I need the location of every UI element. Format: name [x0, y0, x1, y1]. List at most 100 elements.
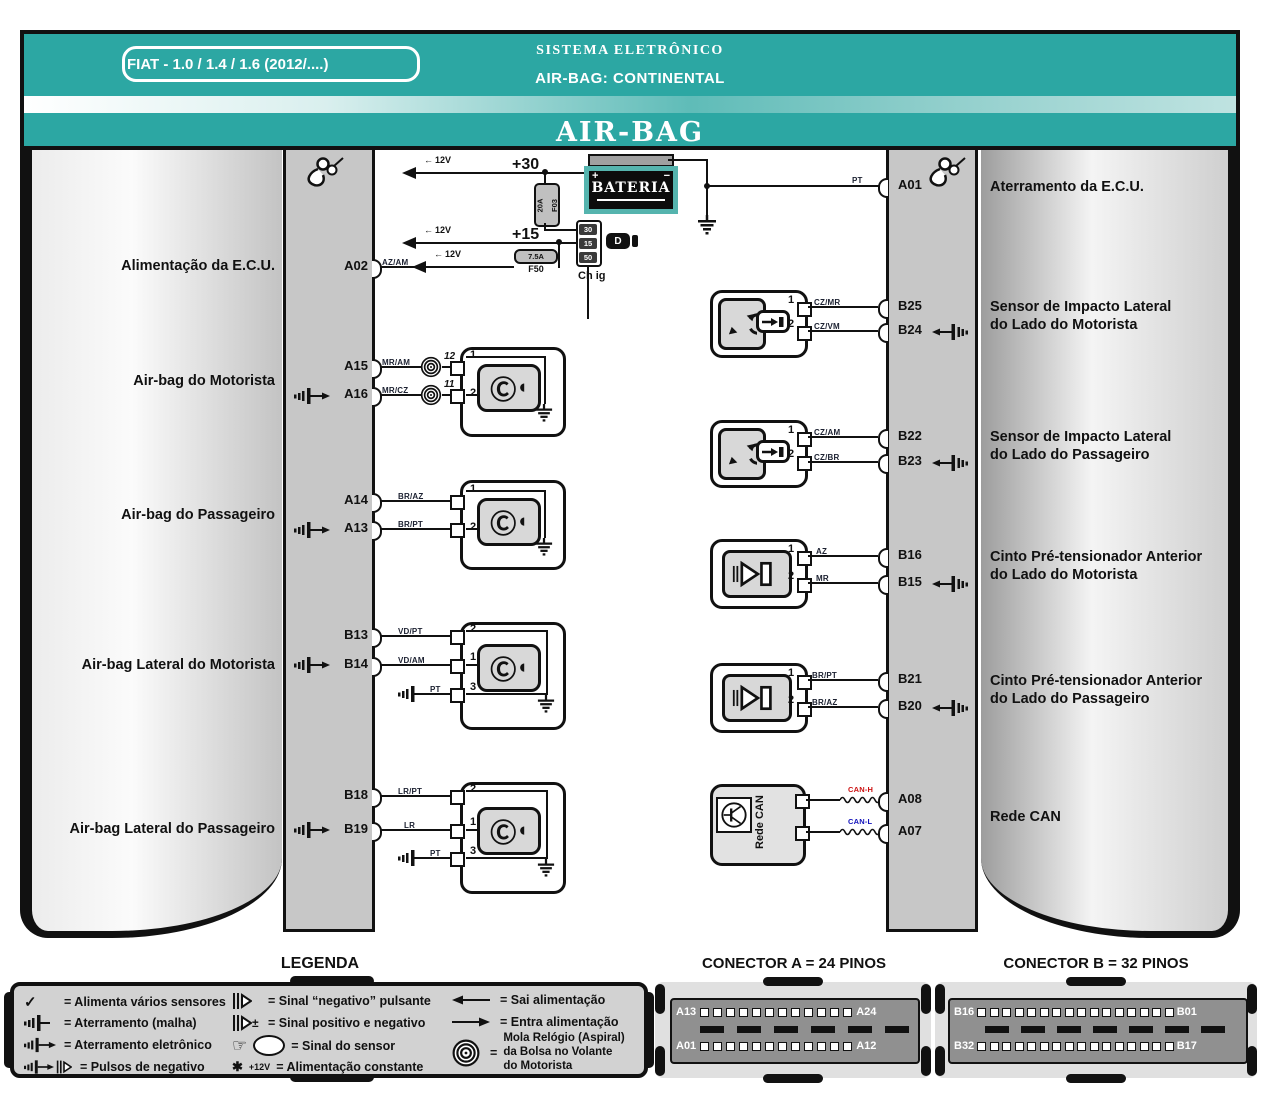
ecu-pin-label: B16 [898, 547, 922, 562]
connector-pin [1064, 1041, 1074, 1051]
can-node-label: Rede CAN [754, 795, 766, 849]
ecu-pin-label: A07 [898, 823, 922, 838]
wire [808, 306, 878, 308]
header-gradient-band [24, 96, 1236, 113]
wire-label: PT [430, 849, 441, 858]
connector-pin [791, 1007, 801, 1017]
module-pin-number: 1 [470, 651, 477, 663]
wire [381, 366, 421, 368]
connector-pin [791, 1041, 801, 1051]
junction-dot [542, 169, 548, 175]
legend-item: ☞ = Sinal do sensor [232, 1035, 396, 1056]
ecu-pin-label: B20 [898, 698, 922, 713]
module-pin-number: 2 [788, 570, 795, 582]
module-pin-number: 1 [470, 483, 477, 495]
module-pin-tab [450, 361, 465, 376]
connector-pin [700, 1041, 710, 1051]
wire-label: AZ/AM [382, 258, 409, 267]
module-pin-number: 3 [470, 681, 477, 693]
pin-row [700, 1041, 853, 1051]
circuit-label: Rede CAN [990, 809, 1061, 825]
connector-pin [1152, 1041, 1162, 1051]
ground-electronic-icon [294, 522, 330, 538]
module-pin-number: 2 [788, 694, 795, 706]
wire-plus30 [415, 172, 584, 174]
ignition-label: Ch ig [578, 270, 606, 282]
circuit-label: Air-bag Lateral do Passageiro [69, 821, 275, 837]
legend-item: = Sinal “negativo” pulsante [232, 993, 431, 1009]
ground-mesh-icon [398, 850, 424, 866]
module-pin-tab [450, 523, 465, 538]
wire [381, 635, 452, 637]
pulsed-negative-signal-icon [232, 993, 262, 1009]
ecu-pin-label: A13 [344, 520, 368, 535]
wire-bat-minus [668, 159, 708, 161]
ground-electronic-icon [932, 576, 968, 592]
fuse-f03-rating: 20A [535, 198, 545, 212]
pos-neg-signal-icon: ± [232, 1015, 262, 1031]
module-pin-number: 1 [470, 816, 477, 828]
wire-label: LR [404, 821, 416, 830]
connector-pin [739, 1007, 749, 1017]
connector-pin [843, 1041, 853, 1051]
pin-notch [878, 672, 888, 692]
connector-pin [1077, 1007, 1087, 1017]
module-inner-wire [544, 356, 546, 404]
module-pin-tab [450, 389, 465, 404]
module-inner-wire [466, 630, 548, 632]
clock-spring-icon [452, 1039, 484, 1067]
pin-notch [372, 628, 382, 648]
wire [381, 266, 514, 268]
connector-pin [1127, 1041, 1137, 1051]
module-pin-tab [797, 578, 812, 593]
legend-tab [290, 976, 374, 986]
module-pin-tab [450, 688, 465, 703]
connector-b-title: CONECTOR B = 32 PINOS [1003, 955, 1189, 972]
connector-bracket [1247, 984, 1257, 1014]
connector-pin [1102, 1007, 1112, 1017]
connector-pin [1127, 1007, 1137, 1017]
pin-notch [372, 521, 382, 541]
connector-corner-label: B16 [954, 1006, 975, 1018]
module-pin-number: 2 [788, 318, 795, 330]
banner-title: AIR-BAG [555, 117, 705, 148]
pin-notch [878, 548, 888, 568]
pin-notch [372, 822, 382, 842]
circuit-label: Aterramento da E.C.U. [990, 179, 1144, 195]
ecu-pin-label: A16 [344, 386, 368, 401]
ground-electronic-icon [932, 700, 968, 716]
pin-row [977, 1041, 1174, 1051]
pretensioner-icon [722, 550, 792, 598]
wire [424, 693, 452, 695]
wire [381, 528, 452, 530]
fuse-f03-name: F03 [549, 198, 559, 212]
connector-bracket [935, 1046, 945, 1076]
wire-label: CZ/BR [814, 453, 840, 462]
connector-pin [1039, 1007, 1049, 1017]
pin-notch [372, 387, 382, 407]
battery-label: BATERIA [591, 180, 671, 196]
connector-pin [713, 1041, 723, 1051]
pin-notch [878, 323, 888, 343]
fuse-f50-rating: 7.5A [514, 249, 558, 264]
connector-pin [817, 1041, 827, 1051]
module-pin-tab [450, 495, 465, 510]
module-pin-tab [450, 852, 465, 867]
wire-f50-up [558, 242, 560, 268]
connector-pin [1039, 1041, 1049, 1051]
clock-spring-icon [420, 356, 442, 378]
battery: + − BATERIA [584, 166, 678, 214]
connector-pin [752, 1007, 762, 1017]
legend-item: = Aterramento (malha) [24, 1015, 197, 1031]
module-pin-tab [450, 790, 465, 805]
wire-f03-up [544, 173, 546, 183]
wire [442, 366, 452, 368]
module-pin-number: 2 [470, 521, 477, 533]
sensor-oval-icon [253, 1035, 286, 1056]
connector-pin [1002, 1007, 1012, 1017]
supply-out-arrowhead [402, 237, 416, 249]
wire-label: VD/PT [398, 627, 423, 636]
battery-minus: − [663, 170, 670, 182]
connector-bracket [921, 1046, 931, 1076]
legend-item: = Entra alimentação [452, 1015, 618, 1029]
